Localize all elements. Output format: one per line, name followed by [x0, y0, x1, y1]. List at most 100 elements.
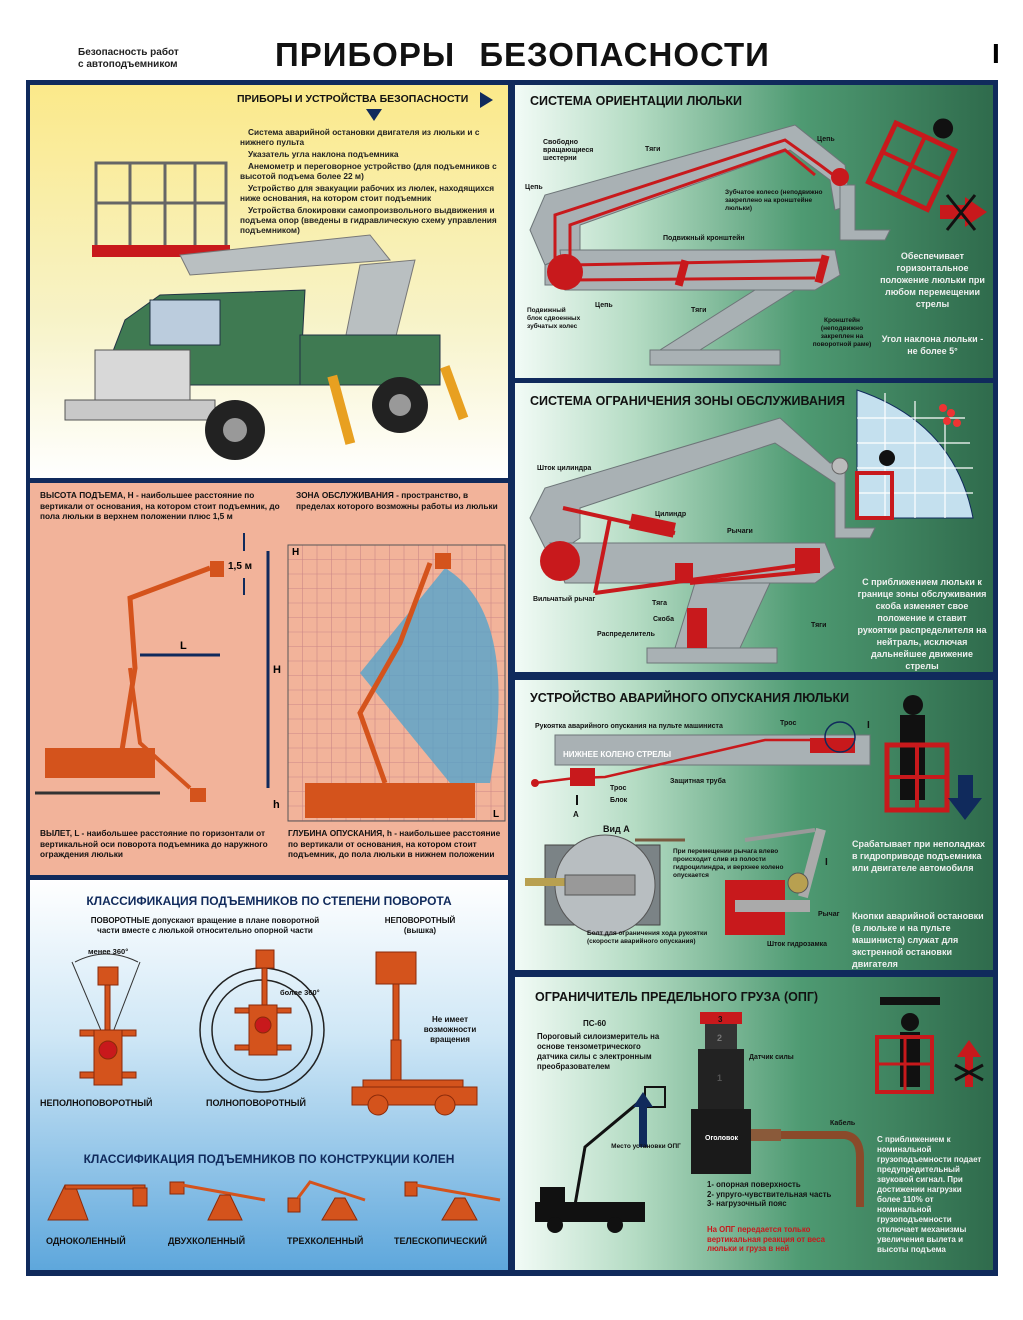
device-item: Устройства блокировки самопроизвольного …	[240, 205, 497, 235]
label-cable: Трос	[610, 785, 626, 792]
berries-icon	[939, 404, 961, 427]
label-chain: Цепь	[595, 302, 613, 309]
emergency-panel: Рукоятка аварийного опускания на пульте …	[515, 680, 993, 970]
label-rod: Шток цилиндра	[537, 465, 591, 472]
label-h: h	[273, 799, 280, 811]
label-pull: Тяга	[652, 600, 667, 607]
arrow-down-icon	[366, 109, 382, 121]
label-rods: Тяги	[645, 146, 660, 153]
rotary-frame	[649, 349, 781, 366]
label-H: H	[273, 664, 281, 676]
telescopic-icon	[404, 1181, 501, 1221]
orientation-title: СИСТЕМА ОРИЕНТАЦИИ ЛЮЛЬКИ	[530, 94, 743, 108]
num-2: 2	[717, 1033, 722, 1043]
boom	[179, 234, 391, 276]
pivot	[540, 541, 580, 581]
cage	[94, 161, 228, 250]
num-3: 3	[718, 1015, 723, 1024]
detail-circle	[824, 721, 856, 753]
shaft	[525, 878, 565, 886]
emergency-description-1: Срабатывает при неполадках в гидропривод…	[852, 839, 985, 873]
basket	[435, 553, 451, 569]
label-view-a: Вид А	[603, 824, 630, 834]
lift-truck-icon	[535, 1086, 666, 1233]
lever-rod	[744, 828, 816, 842]
mark-i: I	[825, 857, 828, 868]
subtitle-line: с автоподъемником	[78, 59, 178, 70]
orientation-description: Обеспечивает горизонтальное положение лю…	[880, 251, 985, 309]
label-lever: Рычаг	[818, 911, 840, 918]
lever-block	[675, 563, 693, 583]
emergency-description-2: Кнопки аварийной остановки (в люльке и н…	[852, 911, 984, 969]
opg-model-description: Пороговый силоизмеритель на основе тензо…	[537, 1032, 660, 1071]
label-cable: Кабель	[830, 1119, 856, 1127]
label-tube: Защитная труба	[670, 777, 726, 785]
outrigger	[327, 374, 356, 445]
num-1: 1	[717, 1073, 722, 1083]
truck-zone	[305, 783, 475, 818]
zone-limit-description: С приближением люльки к границе зоны обс…	[857, 577, 987, 671]
label-chain: Цепь	[525, 184, 543, 191]
block	[570, 768, 595, 786]
device-item: Система аварийной остановки двигателя из…	[240, 127, 480, 147]
cable	[781, 1131, 864, 1207]
bumper	[64, 399, 216, 421]
zone-definition: ЗОНА ОБСЛУЖИВАНИЯ - пространство, в пред…	[296, 490, 498, 511]
grid-border	[287, 544, 506, 822]
elastic-part	[705, 1024, 737, 1049]
connector	[751, 1129, 781, 1141]
opg-model: ПС-60	[583, 1019, 607, 1028]
joint	[831, 457, 849, 475]
params-diagram: 1,5 м L H h H L	[35, 533, 506, 822]
head	[691, 1109, 751, 1174]
opg-note: На ОПГ передается только вертикальная ре…	[707, 1225, 825, 1253]
tilted-cradle-icon	[865, 118, 959, 213]
lower-boom	[559, 249, 841, 291]
orientation-diagram: Цепь Тяги Цепь Подвижный кронштейн Цепь …	[525, 118, 987, 366]
arrow-up-icon	[957, 1040, 981, 1087]
depth-definition: ГЛУБИНА ОПУСКАНИЯ, h - наибольшее рассто…	[288, 828, 501, 859]
full-rotary-icon	[248, 1004, 278, 1056]
label-a: А	[573, 810, 579, 819]
sheet-number: I	[992, 38, 1000, 69]
single-knee-icon	[47, 1184, 148, 1221]
label-stem: Шток гидрозамка	[767, 941, 827, 948]
non-rotary-sub: (вышка)	[403, 926, 437, 935]
mark-i: I	[867, 720, 870, 731]
label-fork-lever: Вильчатый рычаг	[533, 595, 595, 603]
install-place-label: Место установки ОПГ	[611, 1143, 681, 1150]
tower-basket	[375, 951, 417, 985]
gear-wheel	[831, 168, 849, 186]
truck-body	[299, 334, 441, 386]
bolt-label: Болт для ограничения хода рукоятки (скор…	[587, 930, 708, 945]
emergency-title: УСТРОЙСТВО АВАРИЙНОГО ОПУСКАНИЯ ЛЮЛЬКИ	[530, 691, 850, 705]
cylinder	[628, 513, 676, 538]
label-cylinder: Цилиндр	[655, 511, 686, 518]
zone-limit-title: СИСТЕМА ОГРАНИЧЕНИЯ ЗОНЫ ОБСЛУЖИВАНИЯ	[530, 394, 845, 408]
gear-wheel-label: Зубчатое колесо (неподвижно закреплено н…	[725, 189, 823, 212]
orientation-panel: Цепь Тяги Цепь Подвижный кронштейн Цепь …	[515, 85, 993, 378]
rotation-title: КЛАССИФИКАЦИЯ ПОДЪЕМНИКОВ ПО СТЕПЕНИ ПОВ…	[86, 894, 452, 908]
label-head: Оголовок	[705, 1135, 738, 1142]
gear-block	[547, 254, 583, 290]
force-sensor	[698, 1049, 744, 1109]
emergency-diagram: Рукоятка аварийного опускания на пульте …	[525, 695, 982, 948]
label-chain: Цепь	[817, 136, 835, 143]
classification-diagram: менее 360° более 360°	[47, 947, 501, 1221]
legend-item: 3- нагрузочный пояс	[707, 1199, 787, 1208]
no-rotation-note: Не имеет возможности вращения	[423, 1015, 477, 1044]
non-rotary-title: НЕПОВОРОТНЫЙ(вышка)	[370, 916, 470, 936]
basket	[190, 788, 206, 802]
valve	[810, 738, 855, 753]
lock-stem	[735, 900, 810, 912]
zone-limit-panel: Шток цилиндра Цилиндр Рычаги Вильчатый р…	[515, 383, 993, 672]
arrow-up-icon	[633, 1092, 653, 1147]
boom-side	[117, 565, 211, 764]
params-panel: 1,5 м L H h H L ВЫСОТА ПОДЪЕМА, Н - наиб…	[30, 483, 508, 875]
label-levers: Рычаги	[727, 528, 753, 535]
knees-title: КЛАССИФИКАЦИЯ ПОДЪЕМНИКОВ ПО КОНСТРУКЦИИ…	[83, 1152, 455, 1166]
non-rotary-label: НЕПОВОРОТНЫЙ	[384, 916, 456, 925]
legend-item: 2- упруго-чувствительная часть	[707, 1189, 832, 1199]
